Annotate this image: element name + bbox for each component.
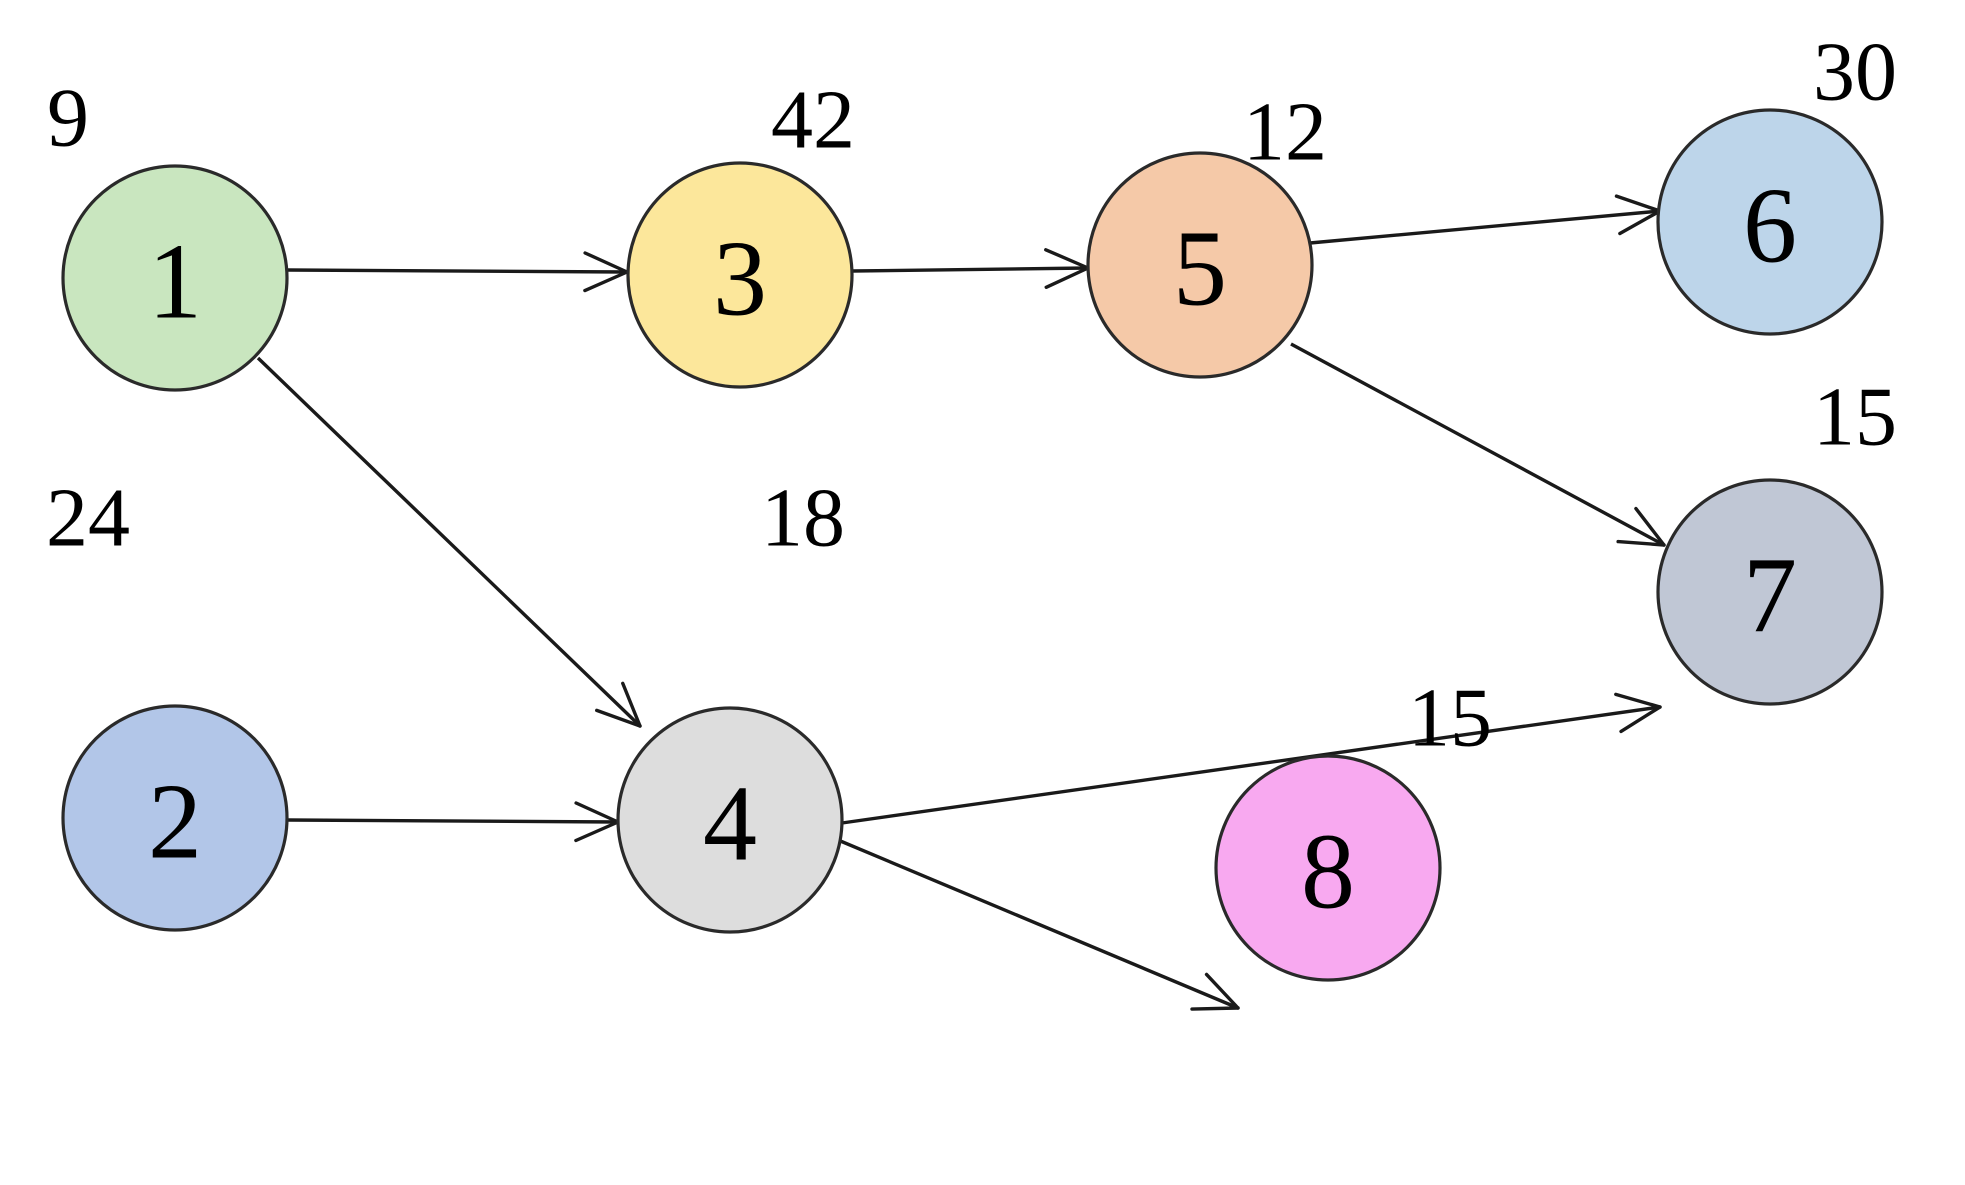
node-weight-5: 12 [1243,86,1327,179]
node-circle-5[interactable] [1086,151,1314,379]
arrowhead-barb-2 [1618,209,1662,236]
node-4[interactable]: 4 [616,706,844,934]
node-label-5: 5 [1173,210,1227,329]
node-circle-8[interactable] [1214,754,1442,982]
arrowhead-barb-2 [595,708,642,728]
node-8[interactable]: 8 [1214,754,1442,982]
node-label-7: 7 [1743,537,1797,656]
node-3[interactable]: 3 [626,161,854,389]
node-label-1: 1 [148,223,202,342]
node-weight-8: 15 [1408,672,1492,765]
node-weight-4: 18 [761,472,845,565]
edge-shaft [841,705,1661,825]
edge-4-to-8 [837,838,1240,1011]
node-weight-7: 15 [1813,371,1897,464]
node-weight-1: 9 [47,72,89,165]
edge-shaft [286,818,619,824]
node-circle-2[interactable] [61,704,289,932]
arrowhead-barb-2 [1190,1006,1240,1011]
arrowhead-barb-2 [1619,705,1662,734]
arrowhead-barb-1 [1204,972,1240,1010]
arrowhead-barb-2 [1616,539,1666,547]
arrowhead-barb-1 [1614,194,1662,213]
arrowhead-barb-1 [583,251,629,274]
node-weight-6: 30 [1813,26,1897,119]
edge-3-to-5 [851,248,1090,289]
edge-1-to-4 [256,356,642,728]
node-2[interactable]: 2 [61,704,289,932]
node-7[interactable]: 7 [1656,478,1884,706]
node-weight-2: 24 [46,472,130,565]
edge-shaft [286,268,628,274]
edge-shaft [1309,209,1661,245]
node-circle-1[interactable] [61,164,289,392]
edge-shaft [837,838,1239,1010]
node-circle-7[interactable] [1656,478,1884,706]
node-weight-3: 42 [771,74,855,167]
arrowhead-barb-1 [621,681,642,728]
node-6[interactable]: 6 [1656,108,1884,336]
edges-layer [256,194,1666,1011]
arrowhead-barb-1 [1634,506,1666,547]
edge-shaft [851,266,1089,273]
node-circle-6[interactable] [1656,108,1884,336]
node-label-2: 2 [148,763,202,882]
node-circle-3[interactable] [626,161,854,389]
edge-4-to-7 [841,692,1662,825]
node-label-6: 6 [1743,167,1797,286]
arrowhead-barb-2 [583,270,629,293]
node-label-4: 4 [703,765,757,884]
node-1[interactable]: 1 [61,164,289,392]
edge-2-to-4 [286,801,620,843]
edge-shaft [1290,342,1665,547]
nodes-layer: 1 2 3 4 5 6 7 8 [61,108,1884,982]
node-label-3: 3 [713,220,767,339]
node-circle-4[interactable] [616,706,844,934]
arrowhead-barb-2 [1044,266,1090,289]
edge-5-to-6 [1309,194,1662,245]
node-5[interactable]: 5 [1086,151,1314,379]
arrowhead-barb-1 [1044,248,1090,270]
arrowhead-barb-2 [574,820,620,843]
arrowhead-barb-1 [1614,692,1662,709]
edge-5-to-7 [1290,342,1666,547]
edge-shaft [256,356,642,728]
arrowhead-barb-1 [574,801,620,824]
edge-1-to-3 [286,251,629,293]
node-label-8: 8 [1301,813,1355,932]
